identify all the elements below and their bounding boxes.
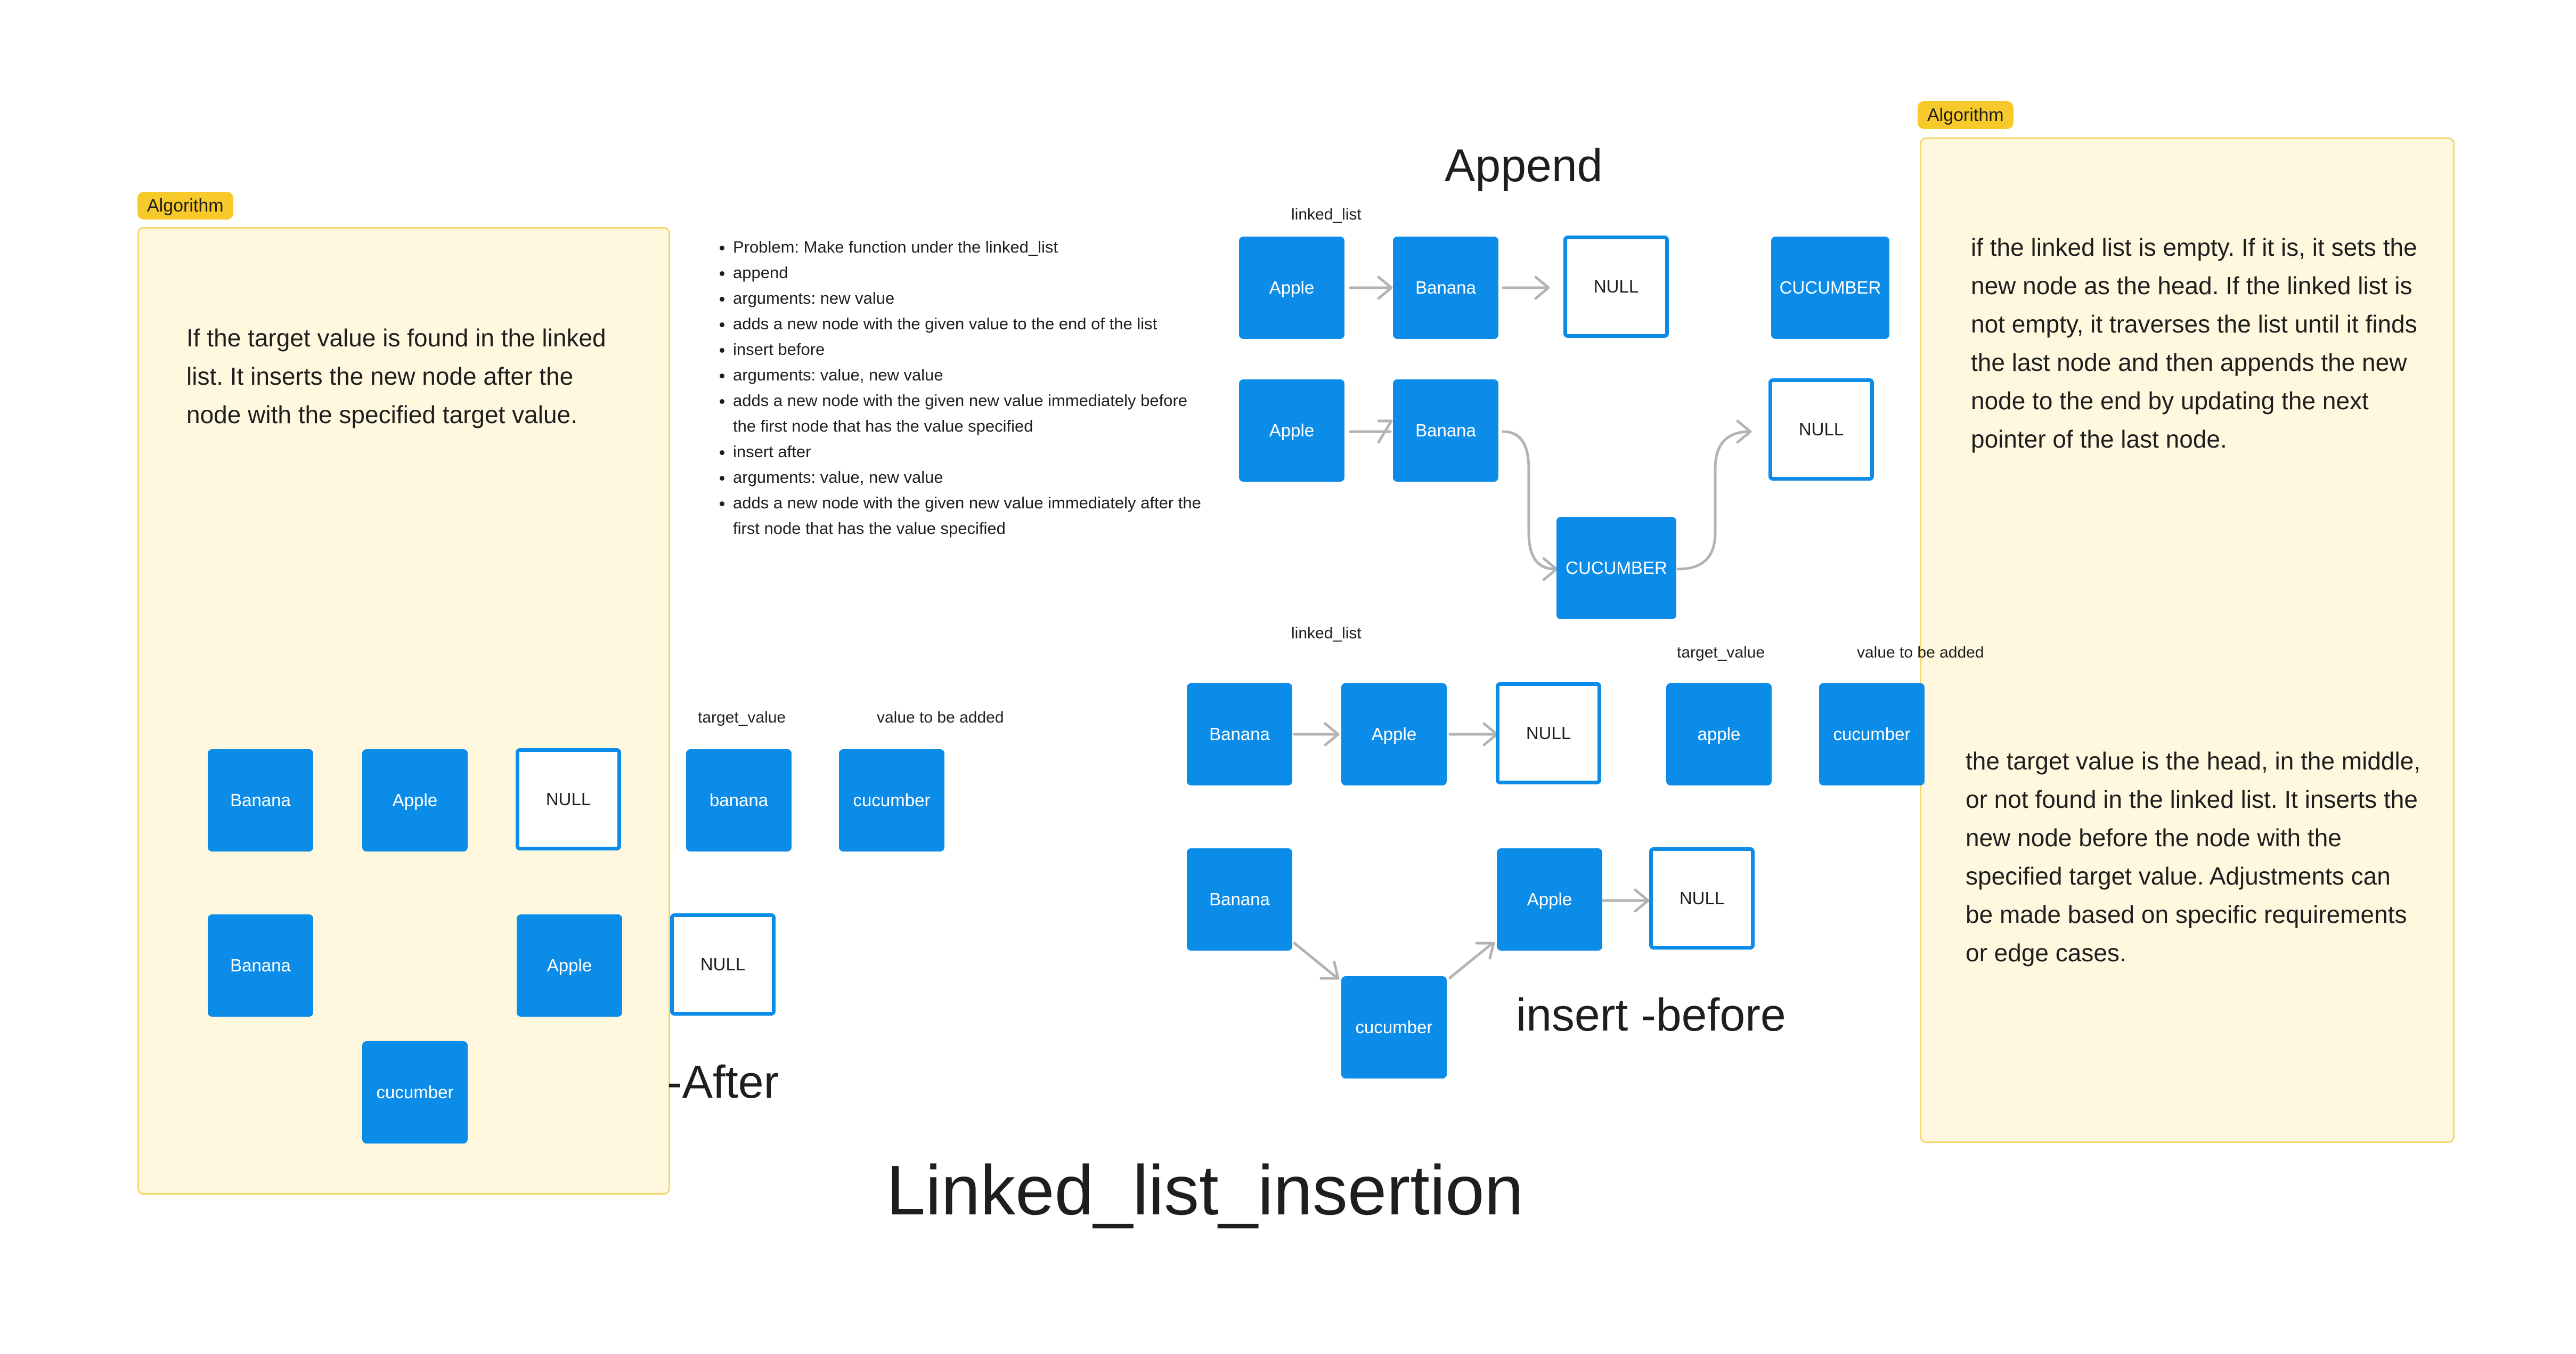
before-linked-list-label: linked_list <box>1291 625 1362 642</box>
algorithm-note-append-text: if the linked list is empty. If it is, i… <box>1971 233 2417 453</box>
before-node-null: NULL <box>1496 682 1601 784</box>
algorithm-tag-right: Algorithm <box>1918 101 2013 129</box>
before-node-apple: Apple <box>1341 683 1447 785</box>
append-node-banana-2: Banana <box>1393 379 1498 482</box>
problem-item: arguments: value, new value <box>733 362 1202 388</box>
problem-item: Problem: Make function under the linked_… <box>733 234 1202 260</box>
problem-item: adds a new node with the given new value… <box>733 388 1202 439</box>
before-node-null-2: NULL <box>1649 847 1755 950</box>
arrow-apple-null-before <box>1448 722 1498 747</box>
append-heading: Append <box>1445 140 1603 191</box>
problem-item: arguments: new value <box>733 286 1202 311</box>
insert-before-heading: insert -before <box>1516 990 1786 1041</box>
after-node-banana-2: Banana <box>208 914 313 1017</box>
arrow-cucumber-null <box>1676 430 1751 571</box>
append-node-cucumber: CUCUMBER <box>1556 517 1676 619</box>
insert-after-heading: -After <box>667 1057 779 1108</box>
arrow-banana-cucumber-before <box>1293 942 1340 980</box>
before-added-label: value to be added <box>1857 644 1984 661</box>
algorithm-note-after <box>137 227 670 1195</box>
problem-item: adds a new node with the given new value… <box>733 490 1202 541</box>
before-node-banana-2: Banana <box>1187 848 1292 951</box>
arrow-banana-cucumber <box>1502 430 1557 571</box>
after-new-value-node: cucumber <box>839 749 944 852</box>
page-title: Linked_list_insertion <box>886 1151 1524 1229</box>
problem-item: arguments: value, new value <box>733 465 1202 490</box>
problem-item: insert after <box>733 439 1202 465</box>
after-node-apple-2: Apple <box>517 914 622 1017</box>
before-target-label: target_value <box>1677 644 1765 661</box>
before-target-node: apple <box>1666 683 1772 785</box>
before-node-apple-2: Apple <box>1497 848 1602 951</box>
arrow-banana-null <box>1502 275 1550 300</box>
before-node-cucumber: cucumber <box>1341 976 1447 1079</box>
append-node-apple-2: Apple <box>1239 379 1344 482</box>
arrow-apple-banana <box>1349 275 1393 300</box>
algorithm-tag-left: Algorithm <box>137 192 233 220</box>
algorithm-note-after-text: If the target value is found in the link… <box>186 324 606 428</box>
arrow-banana-apple-before <box>1293 722 1340 747</box>
before-node-banana: Banana <box>1187 683 1292 785</box>
after-target-label: target_value <box>698 709 786 726</box>
after-target-node: banana <box>686 749 792 852</box>
after-node-banana: Banana <box>208 749 313 852</box>
append-node-banana: Banana <box>1393 237 1498 339</box>
append-node-null: NULL <box>1563 236 1669 338</box>
append-node-null-2: NULL <box>1768 378 1874 481</box>
append-linked-list-label: linked_list <box>1291 206 1362 223</box>
arrow-apple-null-before-2 <box>1602 888 1650 913</box>
after-node-null-2: NULL <box>670 913 776 1016</box>
append-node-apple: Apple <box>1239 237 1344 339</box>
before-new-value-node: cucumber <box>1819 683 1925 785</box>
problem-item: adds a new node with the given value to … <box>733 311 1202 337</box>
after-added-label: value to be added <box>877 709 1004 726</box>
problem-item: append <box>733 260 1202 286</box>
problem-list: Problem: Make function under the linked_… <box>714 234 1202 541</box>
after-node-cucumber: cucumber <box>362 1041 468 1144</box>
arrow-apple-banana-2 <box>1349 419 1393 444</box>
problem-item: insert before <box>733 337 1202 362</box>
algorithm-note-append-before <box>1920 137 2455 1143</box>
after-node-apple: Apple <box>362 749 468 852</box>
arrow-cucumber-apple-before <box>1448 942 1495 979</box>
append-new-value: CUCUMBER <box>1771 237 1889 339</box>
algorithm-note-before-text: the target value is the head, in the mid… <box>1966 747 2421 967</box>
after-node-null: NULL <box>516 748 621 850</box>
